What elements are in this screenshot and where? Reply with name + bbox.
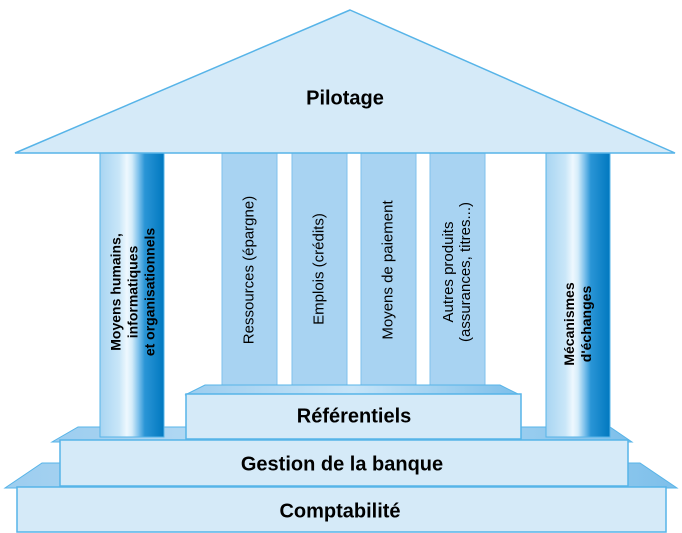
step-top xyxy=(184,384,522,440)
column-right xyxy=(545,151,611,438)
central-pillars xyxy=(221,151,486,388)
roof-label: Pilotage xyxy=(306,87,384,110)
roof xyxy=(14,9,676,154)
step-middle-label: Gestion de la banque xyxy=(240,453,444,476)
step-bottom-label: Comptabilité xyxy=(279,500,401,523)
column-left xyxy=(99,151,165,438)
step-top-label: Référentiels xyxy=(296,405,412,428)
